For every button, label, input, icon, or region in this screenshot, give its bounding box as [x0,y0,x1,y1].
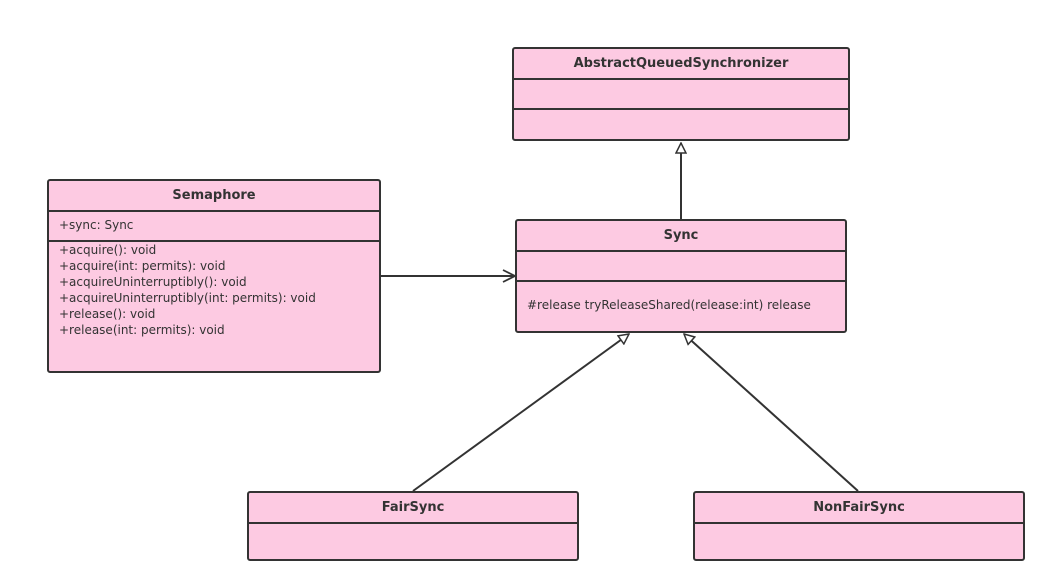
class-name: AbstractQueuedSynchronizer [514,49,848,80]
class-attributes [514,80,848,110]
inheritance-nonfairsync-to-sync [684,334,859,492]
class-name: FairSync [249,493,577,524]
class-methods: +acquire(): void +acquire(int: permits):… [49,242,379,338]
class-fairsync[interactable]: FairSync [247,491,579,561]
class-name: Sync [517,221,845,252]
class-attributes [517,252,845,282]
class-name: NonFairSync [695,493,1023,524]
method-acquire-uninterruptibly: +acquireUninterruptibly(): void [59,275,247,289]
class-nonfairsync[interactable]: NonFairSync [693,491,1025,561]
class-methods: #release tryReleaseShared(release:int) r… [517,282,845,313]
method-acquire-permits: +acquire(int: permits): void [59,259,226,273]
method-release-permits: +release(int: permits): void [59,323,225,337]
class-aqs[interactable]: AbstractQueuedSynchronizer [512,47,850,141]
method-release: +release(): void [59,307,156,321]
class-methods [514,110,848,139]
method-acquire-uninterruptibly-permits: +acquireUninterruptibly(int: permits): v… [59,291,316,305]
method-try-release-shared: #release tryReleaseShared(release:int) r… [527,298,811,312]
method-acquire: +acquire(): void [59,243,157,257]
class-semaphore[interactable]: Semaphore +sync: Sync +acquire(): void +… [47,179,381,373]
class-name: Semaphore [49,181,379,212]
attribute-sync: +sync: Sync [59,218,134,232]
class-attributes: +sync: Sync [49,212,379,242]
inheritance-fairsync-to-sync [412,334,629,492]
class-sync[interactable]: Sync #release tryReleaseShared(release:i… [515,219,847,333]
